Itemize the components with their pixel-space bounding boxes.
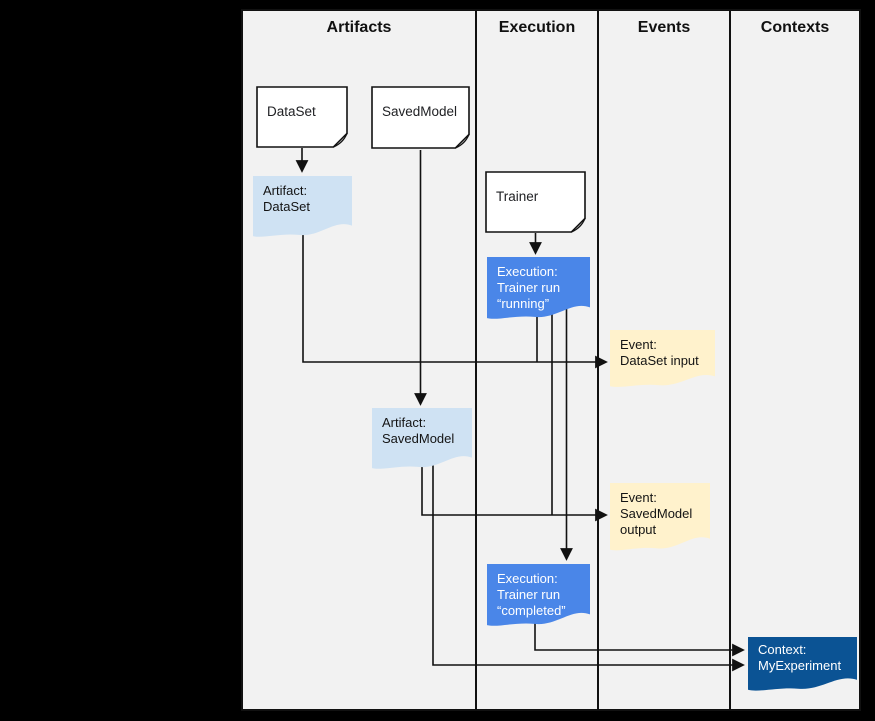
artifact-savedmodel-note: Artifact: SavedModel: [372, 408, 472, 470]
context-myexperiment-text: Context: MyExperiment: [758, 642, 841, 674]
column-header-contexts: Contexts: [760, 19, 830, 36]
note-line: Context:: [758, 642, 807, 657]
note-line: Execution:: [497, 264, 558, 279]
savedmodel-label: SavedModel: [382, 104, 458, 119]
note-line: SavedModel: [382, 431, 455, 446]
note-line: Artifact:: [263, 183, 308, 198]
note-line: Trainer run: [497, 587, 561, 602]
note-line: MyExperiment: [758, 658, 842, 673]
dataset-document-node: DataSet: [256, 86, 348, 148]
note-line: DataSet input: [620, 353, 699, 368]
column-divider-1: [475, 9, 477, 711]
dataset-label: DataSet: [267, 103, 316, 119]
note-line: SavedModel: [620, 506, 693, 521]
savedmodel-document-node: SavedModel: [371, 86, 470, 149]
note-line: Execution:: [497, 571, 558, 586]
column-header-execution: Execution: [498, 19, 576, 36]
column-divider-2: [597, 9, 599, 711]
artifact-dataset-note: Artifact: DataSet: [253, 176, 352, 238]
column-divider-3: [729, 9, 731, 711]
note-line: “completed”: [497, 603, 566, 618]
note-line: Event:: [620, 337, 657, 352]
execution-running-text: Execution: Trainer run “running”: [497, 264, 560, 312]
execution-completed-text: Execution: Trainer run “completed”: [497, 571, 566, 619]
wavy-note-shape: [610, 330, 715, 387]
wavy-note-shape: [748, 637, 857, 691]
note-line: output: [620, 522, 657, 537]
note-line: Event:: [620, 490, 657, 505]
note-line: Artifact:: [382, 415, 427, 430]
execution-completed-note: Execution: Trainer run “completed”: [487, 564, 590, 627]
trainer-document-node: Trainer: [485, 171, 586, 233]
document-shape-icon: [371, 86, 470, 149]
wavy-note-shape: [253, 176, 352, 237]
execution-running-note: Execution: Trainer run “running”: [487, 257, 590, 320]
column-header-events: Events: [637, 19, 691, 36]
note-line: Trainer run: [497, 280, 561, 295]
document-shape-icon: [256, 86, 348, 148]
artifact-dataset-text: Artifact: DataSet: [263, 183, 310, 215]
note-line: “running”: [497, 296, 550, 311]
event-savedmodel-output-text: Event: SavedModel output: [620, 490, 692, 538]
document-shape-icon: [485, 171, 586, 233]
context-myexperiment-note: Context: MyExperiment: [748, 637, 857, 692]
artifact-savedmodel-text: Artifact: SavedModel: [382, 415, 454, 447]
wavy-note-shape: [372, 408, 472, 469]
event-dataset-input-note: Event: DataSet input: [610, 330, 715, 388]
note-line: DataSet: [263, 199, 310, 214]
column-header-artifacts: Artifacts: [326, 19, 392, 36]
event-savedmodel-output-note: Event: SavedModel output: [610, 483, 710, 551]
event-dataset-input-text: Event: DataSet input: [620, 337, 699, 369]
trainer-label: Trainer: [496, 188, 539, 204]
